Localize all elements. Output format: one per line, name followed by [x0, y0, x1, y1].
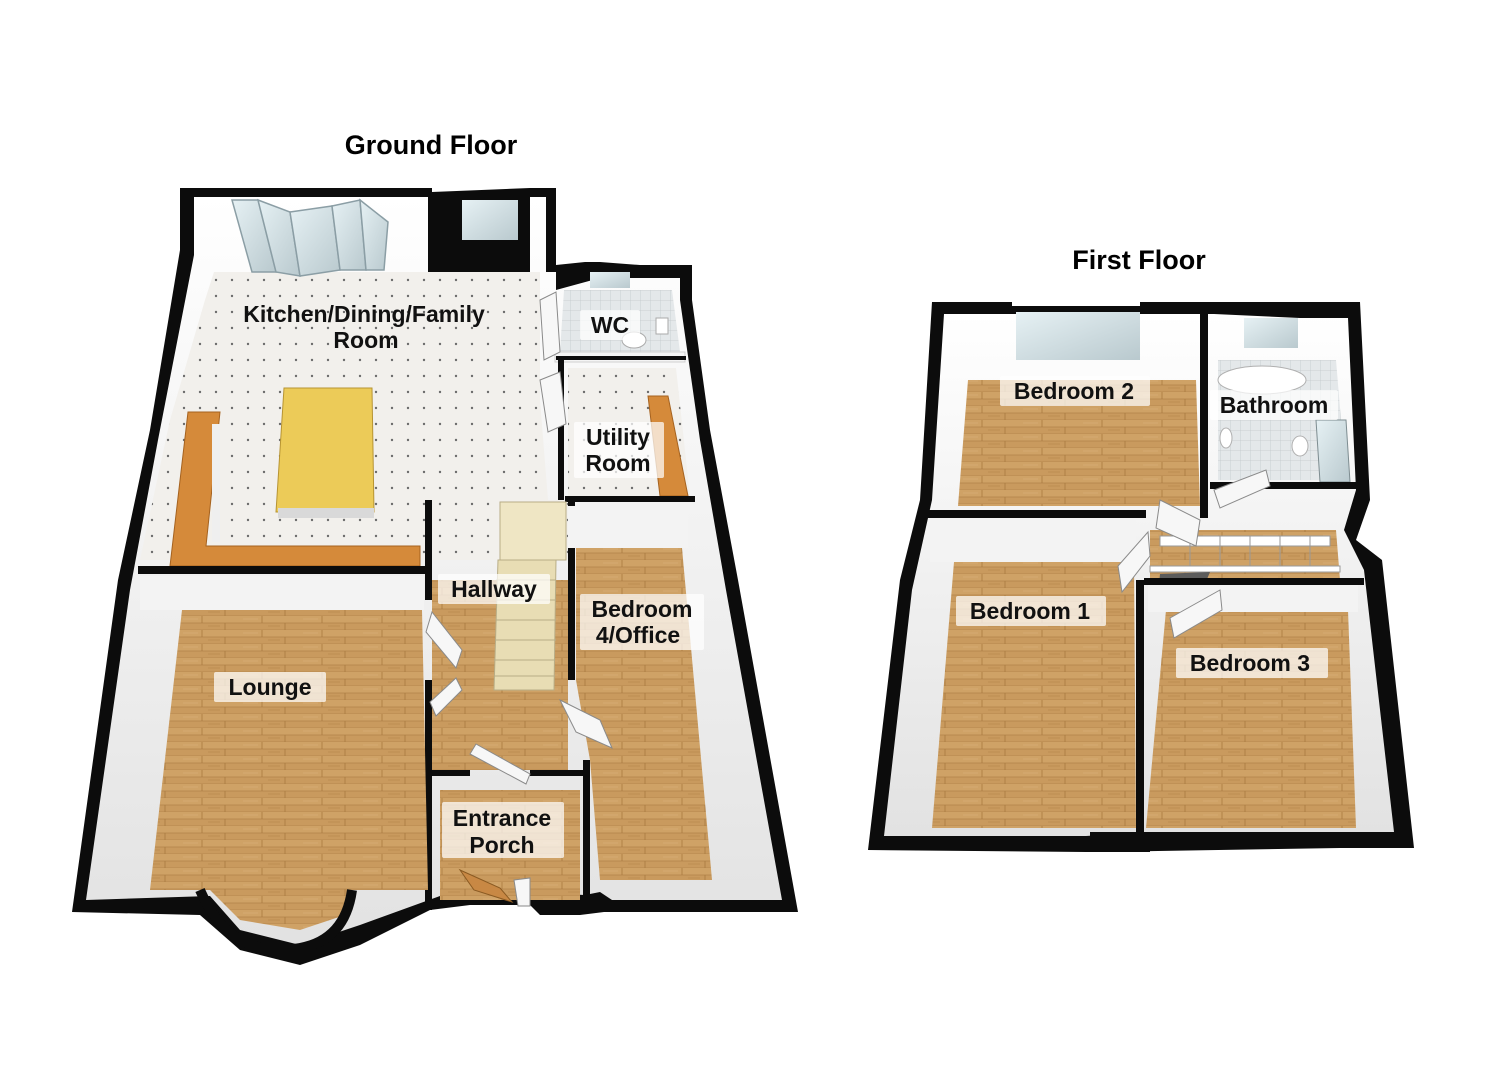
bed1-bed3-wall	[1136, 580, 1144, 832]
island-base	[278, 508, 374, 518]
bedroom2-window	[1016, 312, 1140, 360]
wc-basin	[655, 317, 669, 335]
bedroom4-label-line2: 4/Office	[596, 622, 680, 648]
first-doors	[1117, 469, 1271, 639]
porch-top-wall-right	[530, 770, 590, 776]
hall-west-wall-lower	[425, 680, 432, 910]
first-floor-title: First Floor	[1072, 245, 1206, 275]
bedroom1-floor	[932, 562, 1136, 828]
bedroom4-label-line1: Bedroom	[592, 596, 693, 622]
kitchen-lounge-wall	[138, 566, 430, 574]
bedroom4-wall-face	[568, 506, 688, 548]
utility-bedroom-wall	[565, 496, 695, 502]
bathroom-label: Bathroom	[1220, 392, 1329, 418]
ground-floor-title: Ground Floor	[345, 130, 518, 160]
lounge-floor	[150, 610, 428, 930]
bedroom1-label-bg	[956, 596, 1106, 626]
bathroom-toilet	[1291, 435, 1309, 457]
bed2-bed1-wall	[918, 510, 1146, 518]
kitchen-label-line2: Room	[333, 327, 398, 353]
bedroom1-label: Bedroom 1	[970, 598, 1090, 624]
bathroom-window	[1244, 318, 1298, 348]
hallway-label-bg	[438, 574, 550, 604]
lounge-bay-window	[195, 887, 357, 955]
bath-tub	[1217, 365, 1307, 395]
kitchen-label: Kitchen/Dining/Family Room	[243, 301, 485, 353]
hall-west-wall-upper	[425, 500, 432, 600]
hallway-label: Hallway	[451, 576, 537, 602]
bedroom2-floor	[958, 380, 1200, 506]
bedroom4-label-bg	[580, 594, 704, 650]
utility-label-line2: Room	[585, 450, 650, 476]
bedroom2-label-bg	[1000, 376, 1150, 406]
porch-east-wall	[583, 760, 590, 910]
ground-floor: Ground Floor	[72, 130, 798, 965]
porch-top-wall-left	[430, 770, 470, 776]
porch-label-line1: Entrance	[453, 805, 551, 831]
bathroom-south-wall	[1210, 482, 1360, 489]
bedroom3-north-wall	[1144, 578, 1364, 585]
wc-label-bg	[580, 310, 640, 340]
utility-label-line1: Utility	[586, 424, 650, 450]
bathroom-basin	[1219, 427, 1233, 449]
bifold-doors	[231, 198, 389, 277]
lounge-label: Lounge	[228, 674, 311, 700]
bedroom2-label: Bedroom 2	[1014, 378, 1134, 404]
kitchen-island	[275, 387, 375, 513]
shower	[1315, 419, 1351, 483]
porch-label-line2: Porch	[469, 832, 534, 858]
first-floor: First Floor	[868, 245, 1414, 852]
lounge-label-bg	[214, 672, 326, 702]
wc-label: WC	[591, 312, 629, 338]
porch-label-bg	[442, 802, 564, 858]
ground-doors	[425, 291, 613, 907]
bath-bed2-wall	[1200, 308, 1208, 518]
front-wall-pier	[1090, 832, 1150, 852]
bedroom3-label-bg	[1176, 648, 1328, 678]
bedroom3-floor	[1146, 610, 1356, 828]
bathroom-label-bg	[1210, 390, 1338, 420]
kitchen-label-line1: Kitchen/Dining/Family	[243, 301, 485, 327]
utility-label-bg	[574, 422, 664, 478]
hall-east-wall	[568, 500, 575, 680]
lounge-wall-face	[140, 576, 424, 610]
bedroom1-wall-face	[930, 520, 1136, 562]
bedroom3-label: Bedroom 3	[1190, 650, 1310, 676]
kitchen-units	[212, 424, 220, 542]
kitchen-window	[462, 200, 518, 240]
wc-window	[590, 272, 630, 288]
utility-west-wall	[558, 360, 564, 500]
wc-utility-wall-top	[556, 356, 686, 360]
bedroom3-wall-face	[1148, 584, 1358, 612]
